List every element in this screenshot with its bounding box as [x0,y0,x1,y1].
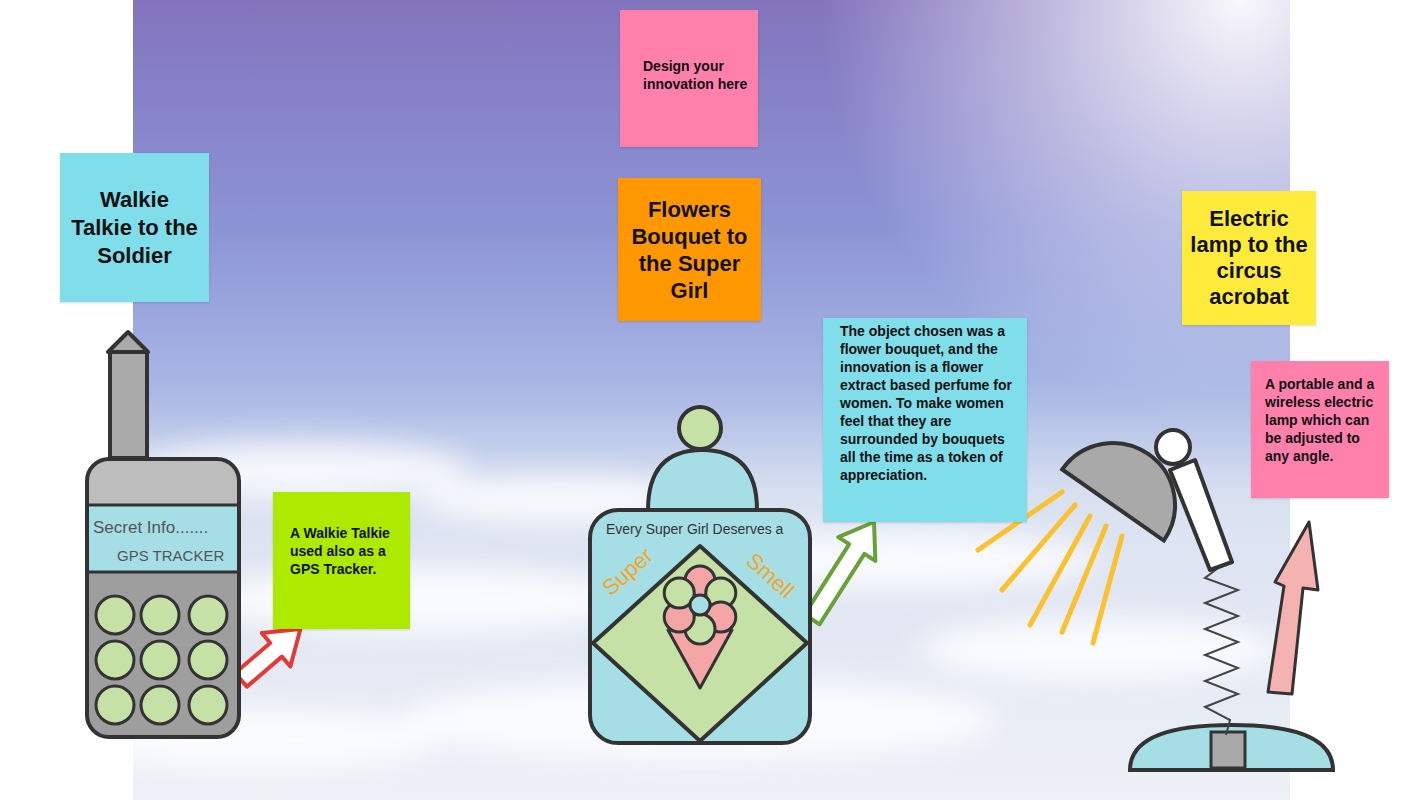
lamp-arm [1170,460,1232,570]
bottle-body [590,510,810,743]
sticky-note: The object chosen was a flower bouquet, … [823,318,1027,522]
perfume-bottle-drawing [588,508,812,745]
block-arrow [235,629,300,687]
sticky-note: A portable and a wireless electric lamp … [1251,361,1389,498]
walkie-button [189,641,227,679]
lamp-spring [1205,565,1238,735]
walkie-button [141,686,179,724]
note-text: A Walkie Talkie used also as a GPS Track… [290,524,402,578]
walkie-button [96,641,134,679]
bottle-cap [679,407,721,449]
walkie-talkie-drawing [85,457,241,739]
light-ray [133,0,1290,800]
note-text: A portable and a wireless electric lamp … [1265,375,1381,465]
lamp-joint [1156,430,1190,464]
block-arrow [1268,522,1318,694]
sticky-note: Design your innovation here [620,10,758,147]
walkie-button [141,641,179,679]
antenna-tip [108,332,148,352]
walkie-button [189,686,227,724]
walkie-screen [87,505,239,572]
walkie-button [96,596,134,634]
title-note: Flowers Bouquet to the Super Girl [618,178,761,321]
note-text: The object chosen was a flower bouquet, … [840,322,1019,484]
title-text: Flowers Bouquet to the Super Girl [625,196,754,304]
walkie-divider [87,571,239,574]
lamp-stem [1211,732,1245,768]
lamp-shade-group [1062,419,1199,541]
bottle-dome [648,450,757,510]
screen-text: GPS TRACKER [117,547,224,565]
screen-text: Secret Info....... [93,518,208,538]
perfume-bottle: Every Super Girl Deserves aSuperSmell [588,508,812,745]
walkie-divider [87,504,239,507]
lamp-base [1130,725,1333,770]
title-text: Electric lamp to the circus acrobat [1188,206,1310,310]
walkie-outline [87,459,239,737]
title-note: Electric lamp to the circus acrobat [1182,191,1316,325]
cloud [200,566,640,634]
title-note: Walkie Talkie to the Soldier [60,153,209,302]
light-ray-line [1093,536,1122,643]
title-text: Walkie Talkie to the Soldier [67,186,202,270]
lamp-shade [1062,419,1199,541]
sticky-note: A Walkie Talkie used also as a GPS Track… [273,492,410,629]
walkie-button [189,596,227,634]
walkie-talkie: Secret Info....... GPS TRACKER [85,457,241,739]
light-ray-line [1030,516,1090,625]
flower-center [690,595,710,615]
walkie-lower [87,572,239,737]
walkie-body [87,459,239,737]
bottle-slogan: Every Super Girl Deserves a [606,521,783,538]
walkie-button [96,686,134,724]
walkie-button [141,596,179,634]
note-text: Design your innovation here [643,57,748,93]
antenna [110,352,147,458]
sky-background [133,0,1290,800]
block-arrow [804,522,875,624]
